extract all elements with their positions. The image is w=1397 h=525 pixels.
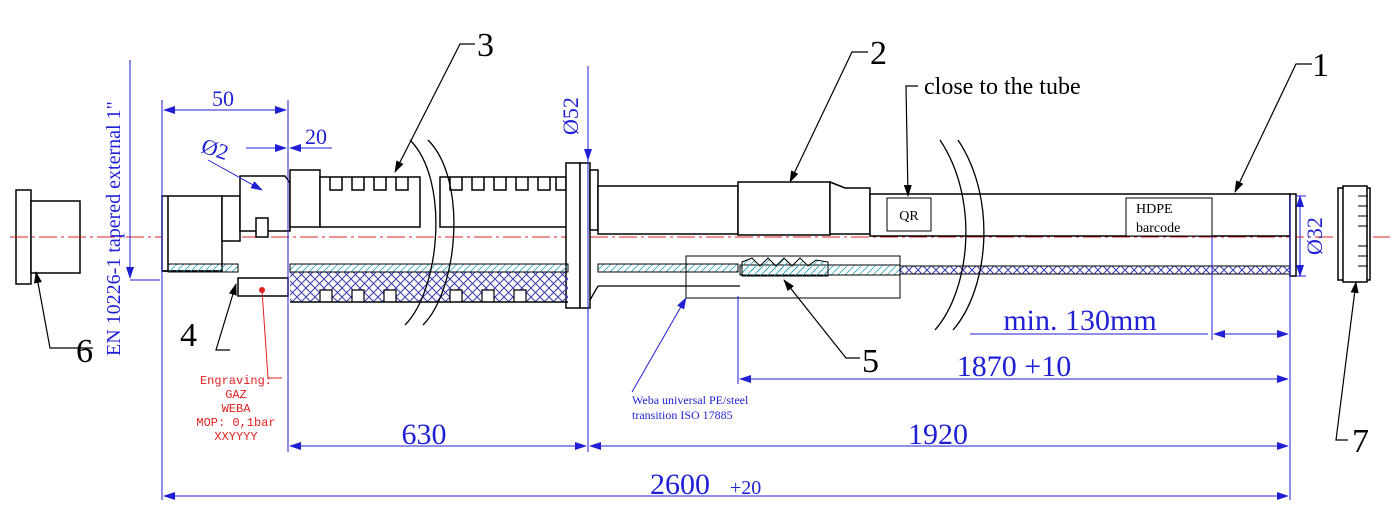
dim-1870: 1870 +10 bbox=[957, 350, 1071, 383]
dimension-texts: 50 20 Ø2 Ø52 Ø32 630 1920 1870 +10 2600 … bbox=[103, 86, 1327, 501]
barcode-label: barcode bbox=[1136, 221, 1180, 236]
weba-note: Weba universal PE/steel transition ISO 1… bbox=[631, 297, 749, 422]
part-number-4: 4 bbox=[180, 317, 197, 354]
dim-dia32: Ø32 bbox=[1302, 217, 1327, 255]
dim-50: 50 bbox=[212, 86, 234, 111]
hdpe-barcode-box: HDPE barcode bbox=[1125, 197, 1213, 237]
qr-label: QR bbox=[899, 209, 919, 224]
weba-transition-outline bbox=[685, 255, 901, 299]
part-number-2: 2 bbox=[870, 35, 887, 72]
dim-1920: 1920 bbox=[908, 418, 968, 451]
engraving-line-1: Engraving: bbox=[200, 374, 272, 388]
part-number-6: 6 bbox=[76, 333, 93, 370]
section-hatching bbox=[167, 257, 1291, 303]
part-number-5: 5 bbox=[862, 343, 879, 380]
dim-dia2: Ø2 bbox=[198, 133, 231, 165]
dim-2600: 2600 bbox=[650, 468, 710, 501]
dim-dia52: Ø52 bbox=[558, 97, 583, 135]
part-number-1: 1 bbox=[1312, 47, 1329, 84]
engraving-line-3: WEBA bbox=[222, 402, 252, 416]
weba-line-2: transition ISO 17885 bbox=[632, 408, 733, 422]
part-number-7: 7 bbox=[1352, 423, 1369, 460]
break-marks bbox=[404, 139, 985, 331]
part-number-3: 3 bbox=[477, 27, 494, 64]
qr-box: QR bbox=[886, 197, 932, 232]
dimension-lines bbox=[126, 60, 1306, 500]
engraving-line-2: GAZ bbox=[225, 388, 247, 402]
leader-lines bbox=[34, 43, 1359, 441]
part-7-plug bbox=[1337, 185, 1371, 283]
engraving-note: Engraving: GAZ WEBA MOP: 0,1bar XXYYYY bbox=[196, 287, 282, 444]
dim-630: 630 bbox=[402, 418, 447, 451]
dim-20: 20 bbox=[305, 124, 327, 149]
dim-2600-tolerance: +20 bbox=[730, 477, 761, 499]
part-numbers: 1 2 3 4 5 6 7 bbox=[76, 27, 1369, 460]
hdpe-label: HDPE bbox=[1136, 202, 1173, 217]
engraving-line-4: MOP: 0,1bar bbox=[196, 416, 275, 430]
weba-line-1: Weba universal PE/steel bbox=[632, 393, 749, 407]
close-to-tube-note: close to the tube bbox=[924, 74, 1081, 100]
dim-min130: min. 130mm bbox=[1003, 304, 1156, 337]
engraving-line-5: XXYYYY bbox=[214, 430, 257, 444]
thread-note: EN 10226-1 tapered external 1" bbox=[103, 101, 125, 356]
